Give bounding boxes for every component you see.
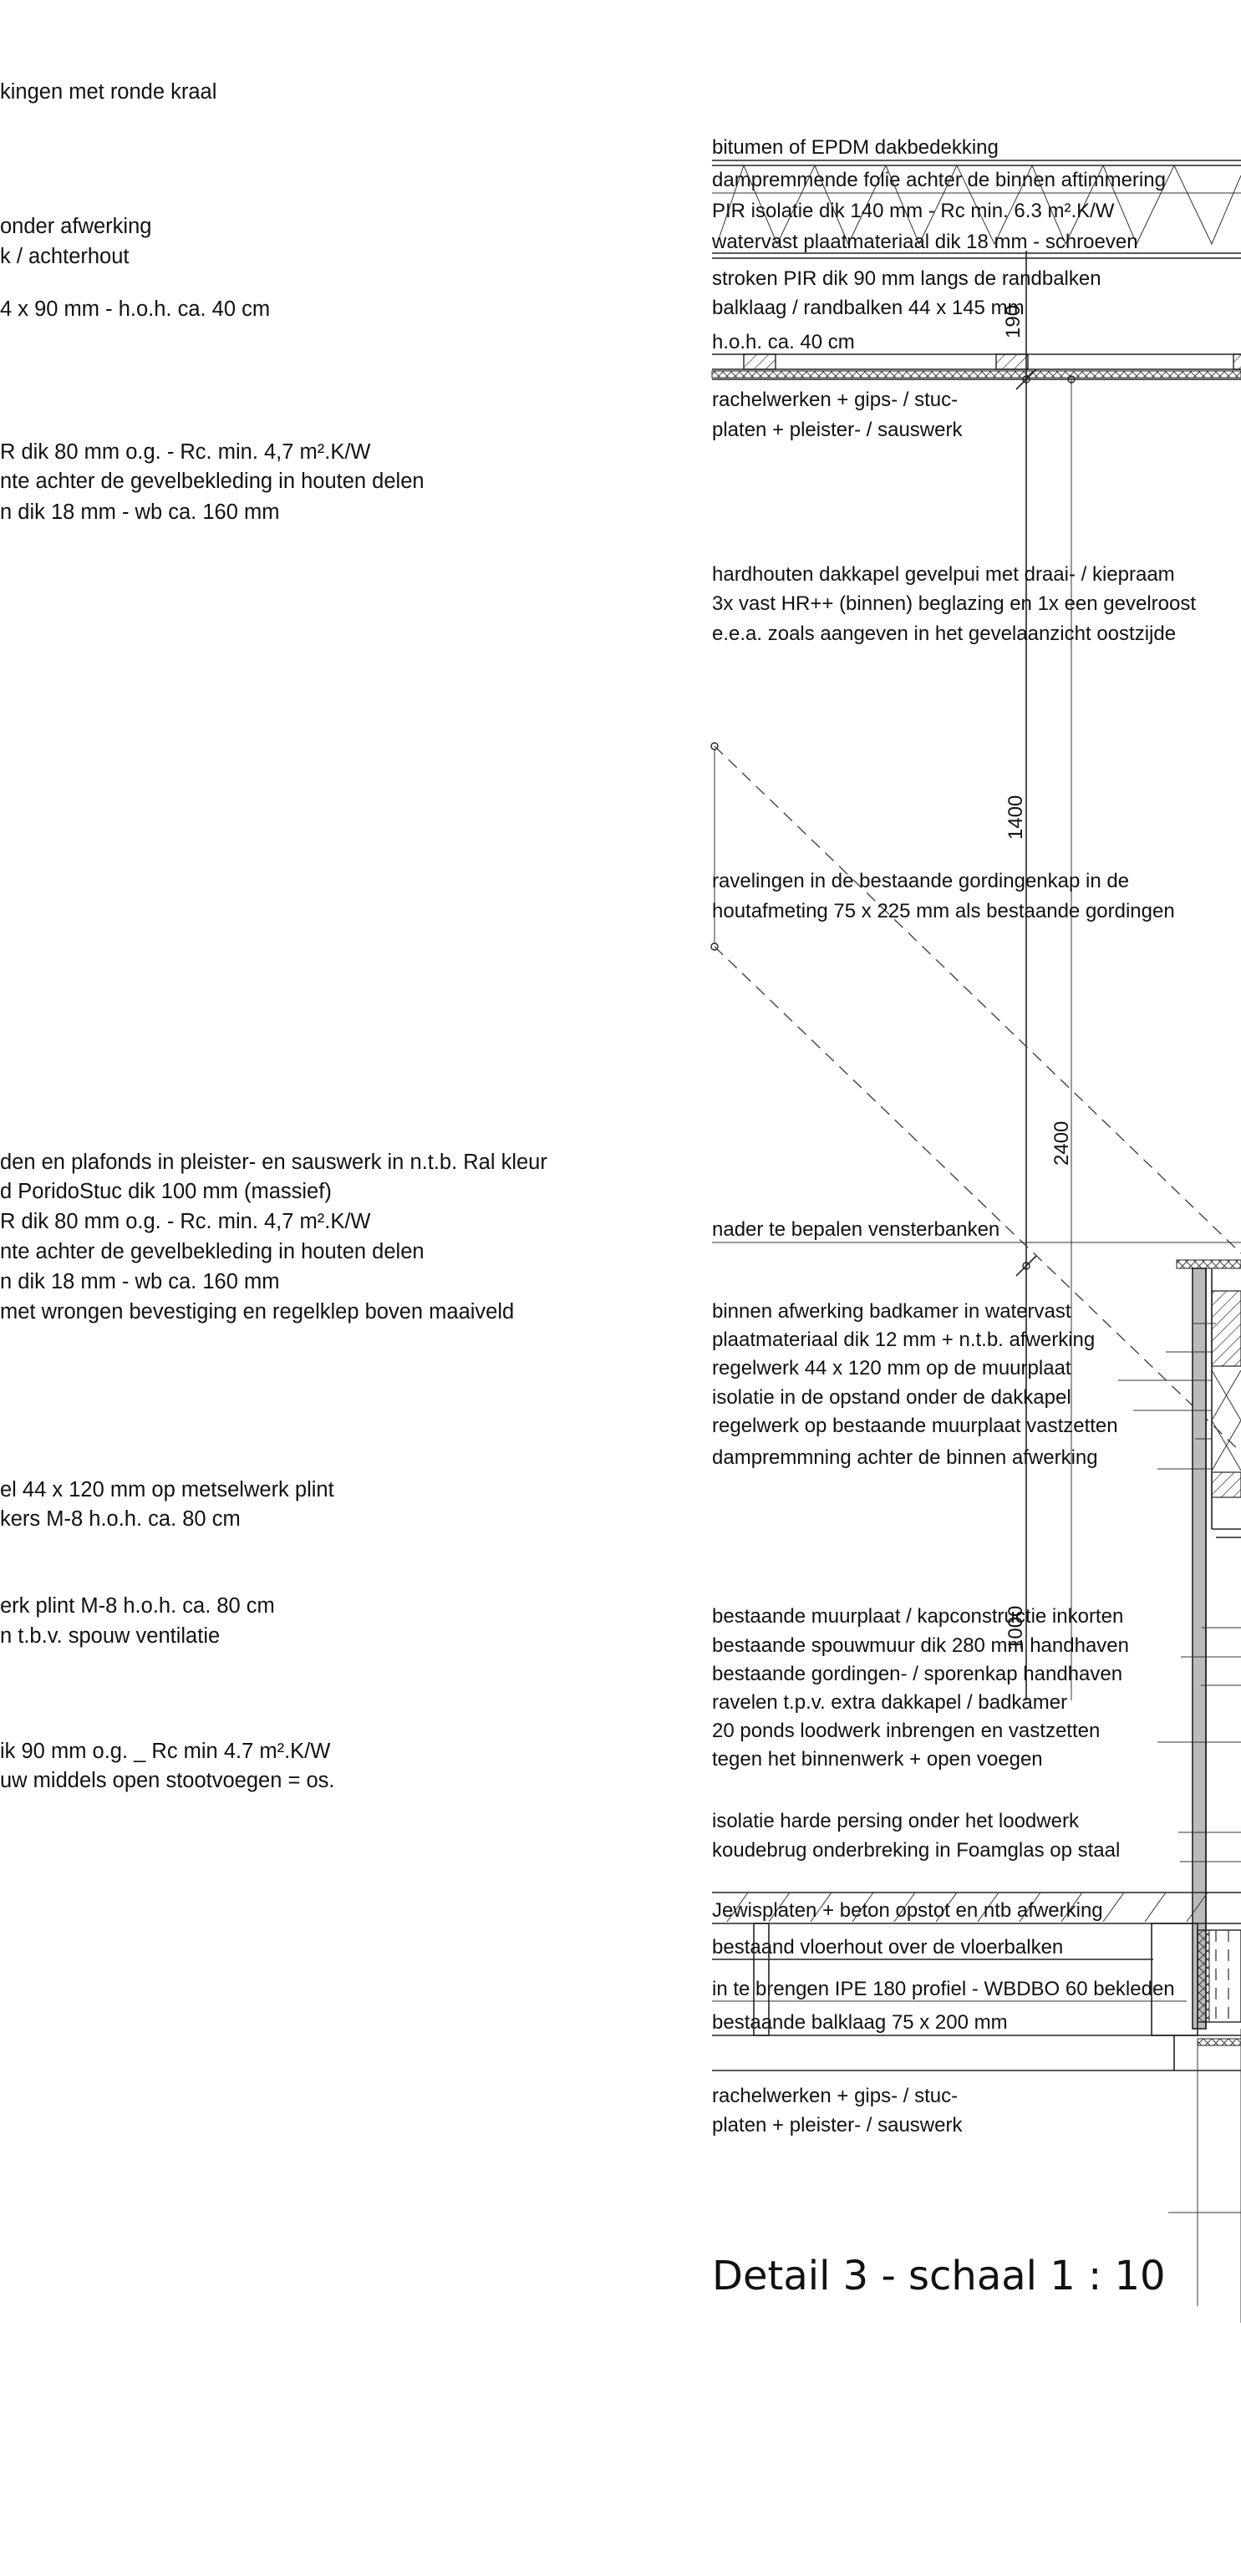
ceiling-label: rachelwerken + gips- / stuc- bbox=[712, 2085, 958, 2107]
dimension-lines: 190 1400 2400 1000 bbox=[1002, 251, 1076, 1700]
swing-lines: ravelingen in de bestaande gordingenkap … bbox=[710, 742, 1241, 1453]
left-note: met wrongen bevestiging en regelklep bov… bbox=[0, 1300, 514, 1324]
left-note: nte achter de gevelbekleding in houten d… bbox=[0, 470, 425, 493]
dim-2400: 2400 bbox=[1050, 1121, 1073, 1166]
floor-label: Jewisplaten + beton opstot en ntb afwerk… bbox=[712, 1899, 1103, 1922]
left-note: n t.b.v. spouw ventilatie bbox=[0, 1624, 220, 1648]
roof-label: watervast plaatmateriaal dik 18 mm - sch… bbox=[711, 231, 1138, 253]
window-sill: nader te bepalen vensterbanken bbox=[712, 1218, 1241, 1269]
left-annotations: kingen met ronde kraal onder afwerking k… bbox=[0, 80, 547, 1792]
wall-annotation: bestaande muurplaat / kapconstructie ink… bbox=[712, 1605, 1241, 1771]
wall-label: tegen het binnenwerk + open voegen bbox=[712, 1748, 1043, 1771]
raveling-label: houtafmeting 75 x 225 mm als bestaande g… bbox=[712, 900, 1175, 922]
dim-190: 190 bbox=[1002, 305, 1025, 338]
raveling-label: ravelingen in de bestaande gordingenkap … bbox=[712, 870, 1129, 892]
left-note: onder afwerking bbox=[0, 215, 151, 238]
left-note: d PoridoStuc dik 100 mm (massief) bbox=[0, 1180, 332, 1203]
left-note: 4 x 90 mm - h.o.h. ca. 40 cm bbox=[0, 297, 270, 321]
inner-label: dampremmning achter de binnen afwerking bbox=[712, 1446, 1098, 1469]
window-label: hardhouten dakkapel gevelpui met draai- … bbox=[712, 563, 1175, 586]
roof-label: h.o.h. ca. 40 cm bbox=[712, 331, 855, 353]
window-label: 3x vast HR++ (binnen) beglazing en 1x ee… bbox=[712, 592, 1196, 615]
ceiling-label: platen + pleister- / sauswerk bbox=[712, 2114, 963, 2137]
inner-label: regelwerk 44 x 120 mm op de muurplaat bbox=[712, 1357, 1071, 1379]
lead-label: isolatie harde persing onder het loodwer… bbox=[712, 1810, 1080, 1832]
roof-label: balklaag / randbalken 44 x 145 mm bbox=[712, 297, 1025, 319]
roof-label: dampremmende folie achter de binnen afti… bbox=[712, 169, 1166, 191]
left-note: ik 90 mm o.g. _ Rc min 4.7 m².K/W bbox=[0, 1740, 330, 1763]
left-note: erk plint M-8 h.o.h. ca. 80 cm bbox=[0, 1594, 275, 1618]
left-note: n dik 18 mm - wb ca. 160 mm bbox=[0, 500, 279, 524]
floor-label: in te brengen IPE 180 profiel - WBDBO 60… bbox=[712, 1978, 1175, 2000]
wall-label: 20 ponds loodwerk inbrengen en vastzette… bbox=[712, 1720, 1100, 1742]
wall-section bbox=[1192, 1268, 1241, 2030]
inner-label: isolatie in de opstand onder de dakkapel bbox=[712, 1386, 1071, 1409]
left-note: el 44 x 120 mm op metselwerk plint bbox=[0, 1478, 334, 1501]
left-note: k / achterhout bbox=[0, 245, 130, 268]
window-annotation: hardhouten dakkapel gevelpui met draai- … bbox=[712, 563, 1196, 645]
roof-label: bitumen of EPDM dakbedekking bbox=[712, 136, 999, 159]
drawing-title: Detail 3 - schaal 1 : 10 bbox=[712, 2253, 1166, 2299]
dim-1400: 1400 bbox=[1004, 795, 1027, 840]
roof-label: stroken PIR dik 90 mm langs de randbalke… bbox=[712, 267, 1101, 290]
left-note: n dik 18 mm - wb ca. 160 mm bbox=[0, 1270, 279, 1293]
left-note: den en plafonds in pleister- en sauswerk… bbox=[0, 1151, 547, 1174]
floor-label: bestaande balklaag 75 x 200 mm bbox=[712, 2011, 1008, 2034]
left-note: kers M-8 h.o.h. ca. 80 cm bbox=[0, 1507, 241, 1531]
roof-label: rachelwerken + gips- / stuc- bbox=[712, 389, 958, 411]
floor-section: Jewisplaten + beton opstot en ntb afwerk… bbox=[712, 1892, 1241, 2323]
lead-annotation: isolatie harde persing onder het loodwer… bbox=[712, 1810, 1241, 1862]
ceiling-annotation: rachelwerken + gips- / stuc- platen + pl… bbox=[712, 2085, 963, 2137]
inner-label: binnen afwerking badkamer in watervast bbox=[712, 1300, 1071, 1323]
roof-section: bitumen of EPDM dakbedekking dampremmend… bbox=[711, 136, 1241, 441]
wall-label: bestaande spouwmuur dik 280 mm handhaven bbox=[712, 1634, 1129, 1657]
left-note: uw middels open stootvoegen = os. bbox=[0, 1769, 334, 1792]
inner-label: regelwerk op bestaande muurplaat vastzet… bbox=[712, 1415, 1118, 1437]
wall-label: bestaande gordingen- / sporenkap handhav… bbox=[712, 1663, 1122, 1685]
floor-label: bestaand vloerhout over de vloerbalken bbox=[712, 1936, 1063, 1959]
inner-finish-annotation: binnen afwerking badkamer in watervast p… bbox=[712, 1300, 1216, 1470]
left-note: R dik 80 mm o.g. - Rc. min. 4,7 m².K/W bbox=[0, 1210, 371, 1233]
roof-label: PIR isolatie dik 140 mm - Rc min. 6.3 m²… bbox=[712, 200, 1115, 222]
left-note: kingen met ronde kraal bbox=[0, 80, 216, 104]
window-label: e.e.a. zoals aangeven in het gevelaanzic… bbox=[712, 622, 1176, 645]
wall-label: ravelen t.p.v. extra dakkapel / badkamer bbox=[712, 1691, 1067, 1714]
inner-label: plaatmateriaal dik 12 mm + n.t.b. afwerk… bbox=[712, 1329, 1095, 1351]
dim-1000: 1000 bbox=[1004, 1606, 1027, 1650]
sill-label: nader te bepalen vensterbanken bbox=[712, 1218, 999, 1241]
lead-label: koudebrug onderbreking in Foamglas op st… bbox=[712, 1839, 1120, 1862]
left-note: R dik 80 mm o.g. - Rc. min. 4,7 m².K/W bbox=[0, 440, 371, 464]
roof-label: platen + pleister- / sauswerk bbox=[712, 419, 963, 441]
left-note: nte achter de gevelbekleding in houten d… bbox=[0, 1240, 425, 1263]
wall-label: bestaande muurplaat / kapconstructie ink… bbox=[712, 1605, 1123, 1628]
